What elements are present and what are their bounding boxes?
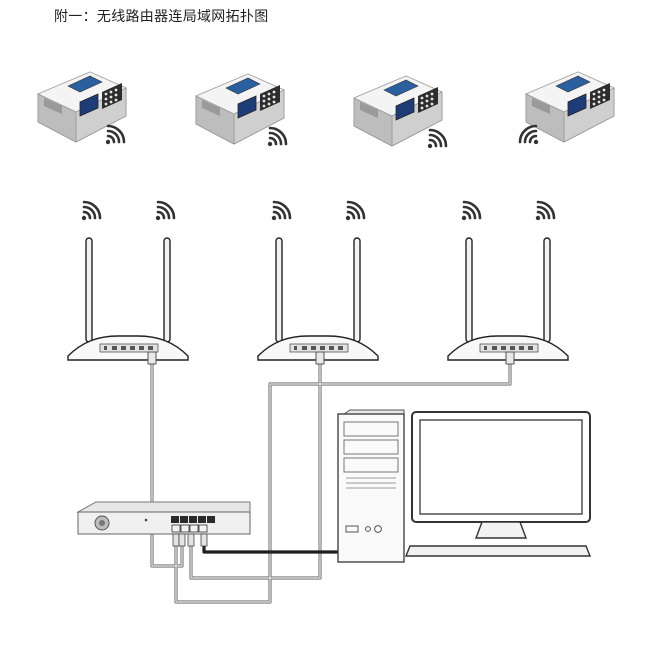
wifi-signal-icon	[460, 200, 482, 222]
wireless-router-1	[67, 237, 189, 361]
wifi-signal-icon	[534, 200, 556, 222]
network-switch	[76, 501, 251, 547]
wifi-signal-icon	[426, 128, 448, 150]
wifi-signal-icon	[80, 200, 102, 222]
attendance-terminal-4	[525, 71, 615, 143]
wifi-signal-icon	[266, 126, 288, 148]
wifi-signal-icon	[344, 200, 366, 222]
wifi-signal-icon	[518, 124, 540, 146]
wireless-router-2	[257, 237, 379, 361]
monitor	[404, 411, 592, 557]
wifi-signal-icon	[104, 124, 126, 146]
ethernet-cables	[147, 351, 515, 604]
page-title: 附一：无线路由器连局域网拓扑图	[54, 9, 269, 25]
wifi-signal-icon	[154, 200, 176, 222]
wifi-signal-icon	[270, 200, 292, 222]
wireless-router-3	[447, 237, 569, 361]
pc-tower	[337, 409, 405, 563]
